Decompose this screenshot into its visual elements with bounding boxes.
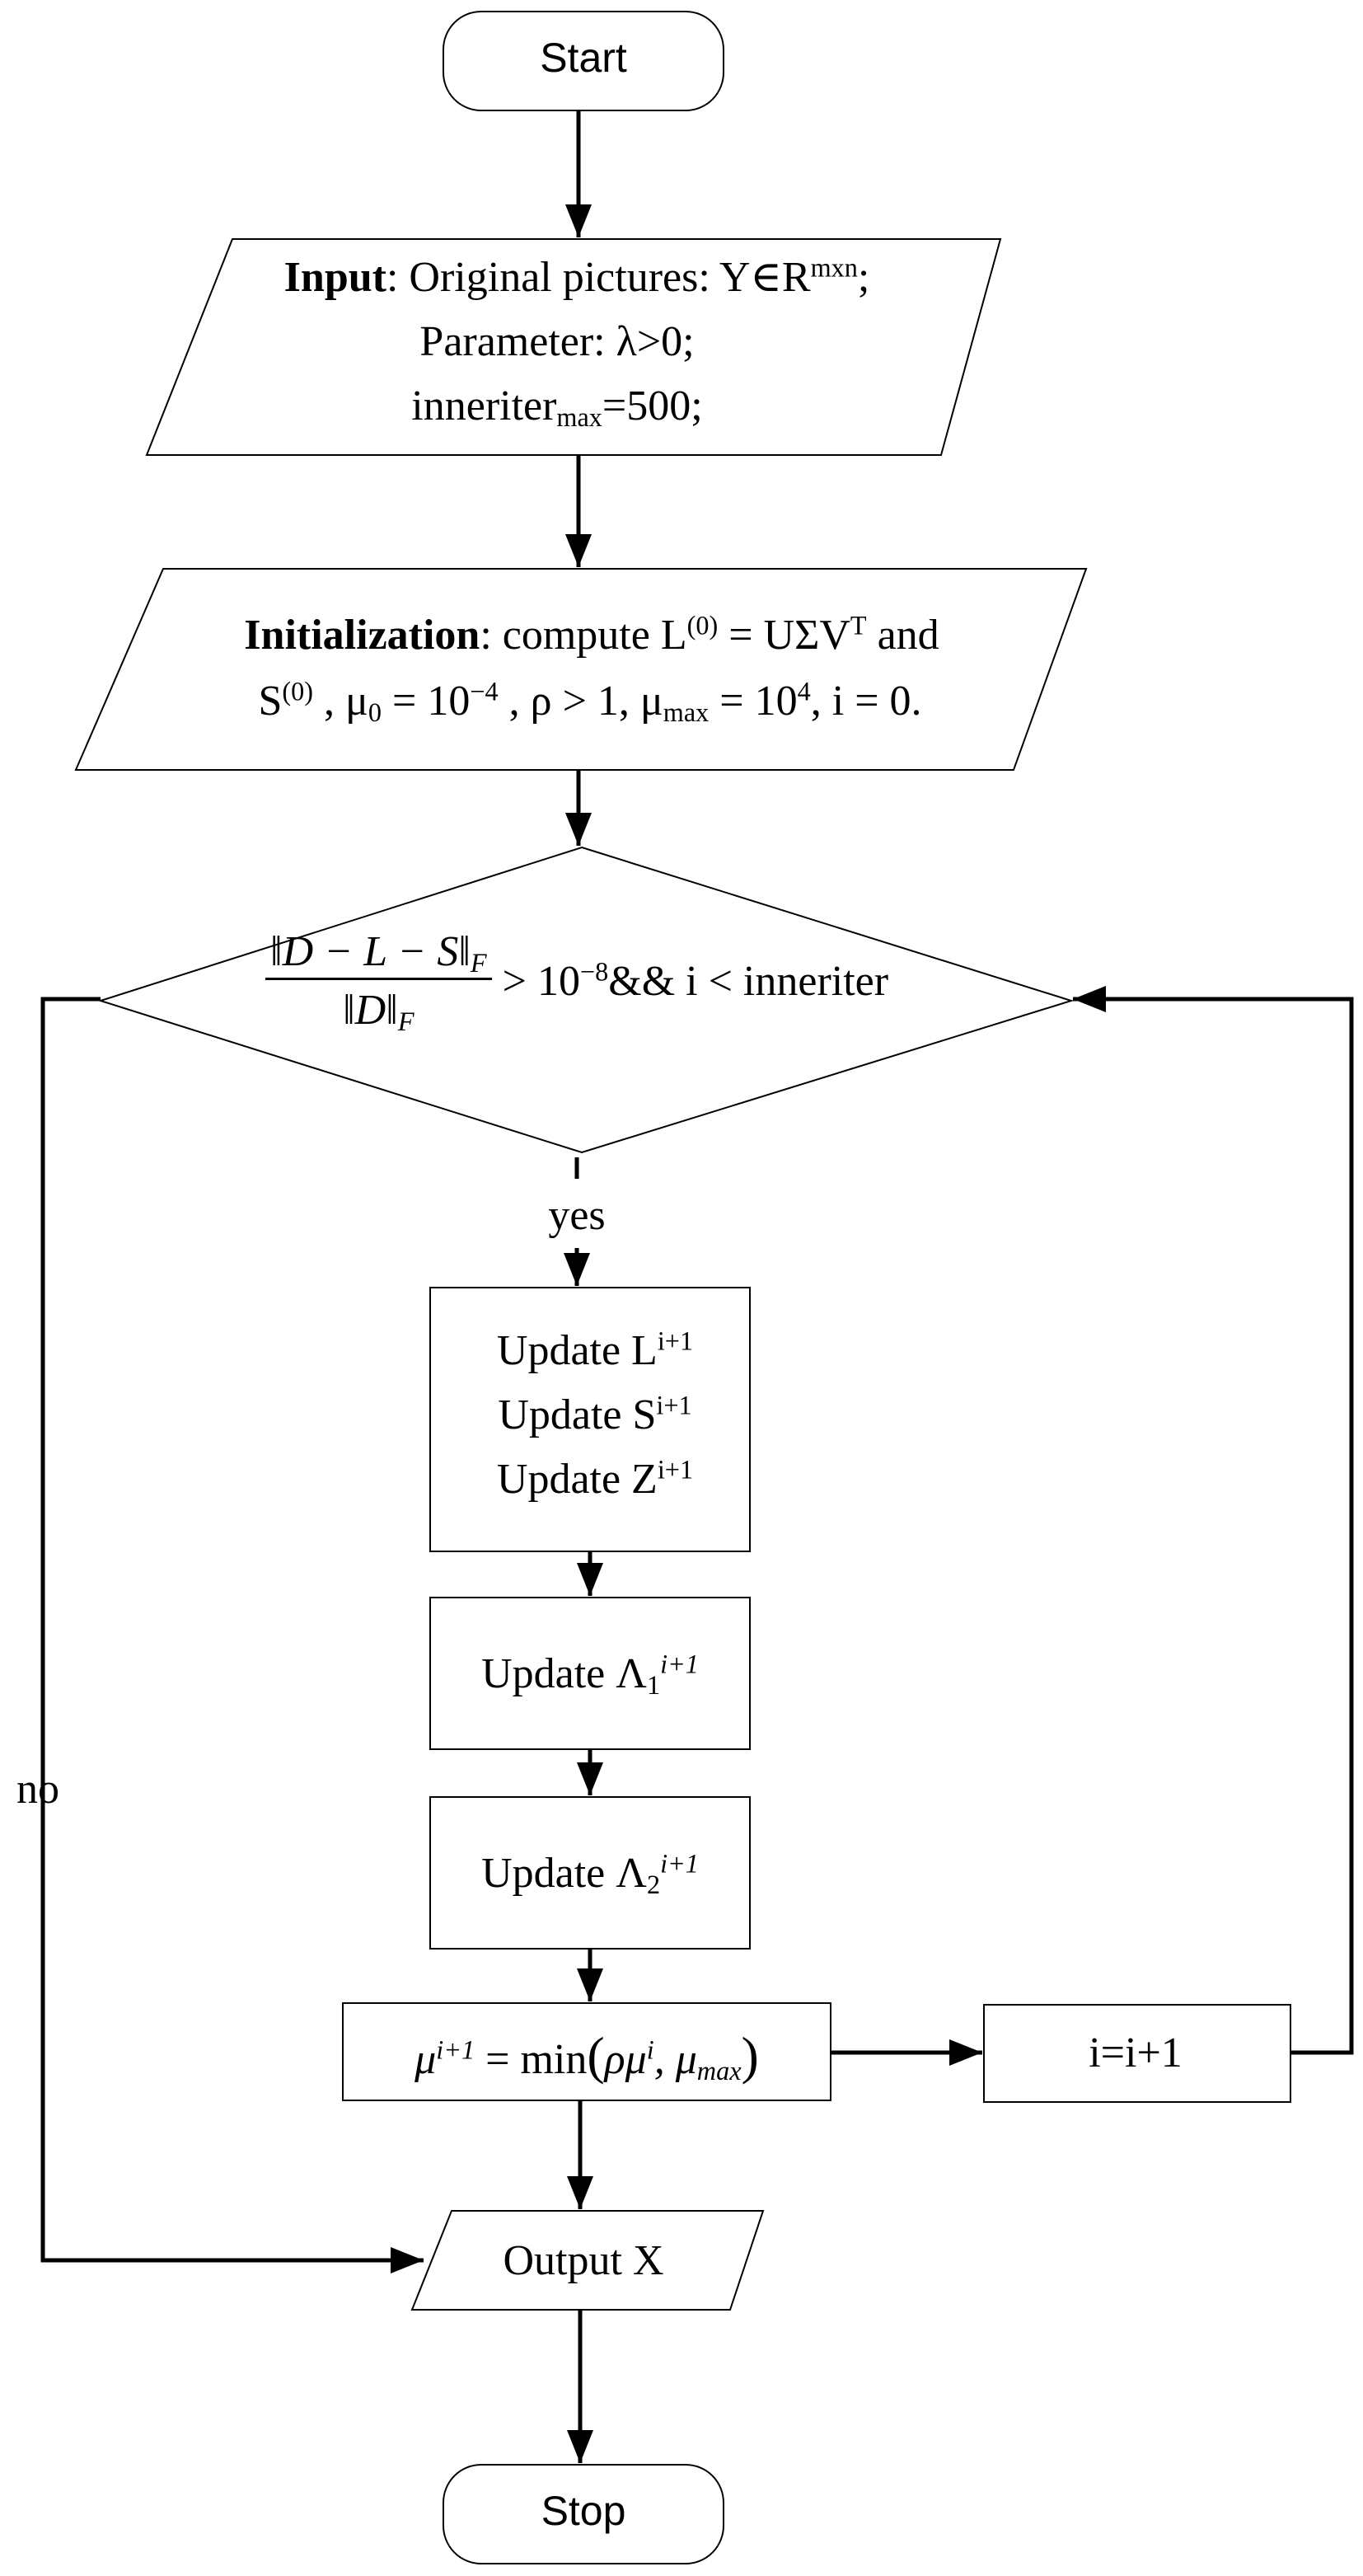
condition-numerator: ‖D − L − S‖F [265, 927, 492, 981]
update-lambda1-text: Update Λ [481, 1650, 647, 1697]
init-mu0-sub: 0 [368, 697, 382, 728]
condition-denominator-text: ‖D‖ [343, 987, 398, 1035]
condition-fraction: ‖D − L − S‖F ‖D‖F [265, 927, 492, 1037]
init-rho-text: , ρ > 1, μ [498, 678, 663, 725]
condition-numerator-text: ‖D − L − S‖ [270, 928, 471, 975]
update-lambda2-sup: i+1 [660, 1848, 699, 1879]
init-mumax-value: = 10 [709, 678, 798, 725]
no-label: no [16, 1766, 59, 1813]
input-line-1-end: ; [857, 254, 870, 301]
update-z-sup: i+1 [657, 1454, 694, 1485]
mu-arg-sup: i [646, 2034, 654, 2065]
yes-label: yes [548, 1192, 606, 1239]
init-mumax-sub: max [663, 697, 710, 728]
update-lambda2-text: Update Λ [481, 1850, 647, 1897]
update-s-line: Update Si+1 [498, 1390, 691, 1441]
mu-update-box [342, 2002, 831, 2101]
init-line-1-sup2: T [850, 610, 867, 640]
input-heading: Input [283, 254, 386, 301]
mu-sep-sub: max [696, 2056, 742, 2086]
condition-rel-text: > 10 [491, 957, 580, 1005]
condition-denominator: ‖D‖F [265, 980, 492, 1036]
mu-lhs: μ [415, 2036, 437, 2083]
init-heading: Initialization [244, 612, 480, 659]
update-lambda1-sup: i+1 [660, 1649, 699, 1679]
update-s-sup: i+1 [656, 1390, 692, 1420]
output-parallelogram [410, 2210, 765, 2311]
update-lambda1-line: Update Λ1i+1 [481, 1649, 699, 1700]
mu-arg: ρμ [604, 2036, 647, 2083]
input-line-1-sup: mxn [810, 252, 858, 283]
input-line-1-text: : Original pictures: Y∈R [386, 254, 811, 301]
start-terminator [443, 11, 724, 111]
init-line-2: S(0) , μ0 = 10−4 , ρ > 1, μmax = 104, i … [258, 676, 921, 727]
output-label: Output X [503, 2237, 664, 2284]
update-lambda2-sub: 2 [646, 1870, 661, 1900]
input-line-3-end: =500; [602, 382, 703, 429]
update-z-text: Update Z [496, 1456, 658, 1503]
input-line-2: Parameter: λ>0; [419, 318, 695, 365]
start-label: Start [540, 35, 627, 81]
condition-numerator-sub: F [470, 948, 487, 978]
init-parallelogram [74, 568, 1088, 771]
init-line-1-text: : compute L [480, 612, 687, 659]
update-l-line: Update Li+1 [497, 1326, 693, 1377]
init-line-1-sup: (0) [686, 610, 719, 640]
update-lsz-box [429, 1287, 751, 1552]
input-parallelogram [145, 238, 1002, 456]
update-z-line: Update Zi+1 [497, 1454, 693, 1505]
mu-lhs-sup: i+1 [436, 2034, 475, 2065]
condition-expression: ‖D − L − S‖F ‖D‖F > 10−8&& i < inneriter [265, 927, 888, 1037]
init-i-text: , i = 0. [810, 678, 922, 725]
init-mu0-value: = 10 [382, 678, 471, 725]
update-l-text: Update L [496, 1327, 658, 1374]
input-line-3-sub: max [556, 402, 602, 433]
mu-eq: = min [475, 2036, 588, 2083]
input-line-1: Input: Original pictures: Y∈Rmxn; [284, 252, 870, 303]
increment-box [983, 2004, 1291, 2103]
init-line-1: Initialization: compute L(0) = UΣVT and [244, 610, 939, 661]
mu-sep: , μ [653, 2036, 697, 2083]
update-lambda1-box [429, 1597, 751, 1750]
condition-rest: && i < inneriter [608, 957, 889, 1005]
init-mu0-text: , μ [312, 678, 368, 725]
increment-label: i=i+1 [1089, 2029, 1183, 2076]
edge-condition-no [40, 997, 424, 2273]
init-line-1-mid: = UΣV [718, 612, 850, 659]
update-lambda1-sub: 1 [646, 1670, 661, 1701]
init-line-1-end: and [866, 612, 939, 659]
init-s-sup: (0) [282, 676, 313, 706]
input-line-3-text: inneriter [411, 382, 557, 429]
stop-label: Stop [541, 2488, 626, 2534]
update-lambda2-line: Update Λ2i+1 [481, 1848, 699, 1899]
condition-denominator-sub: F [397, 1006, 415, 1037]
init-mu0-exp: −4 [470, 676, 499, 706]
init-s-text: S [258, 678, 283, 725]
mu-update-formula: μi+1 = min(ρμi, μmax) [415, 2026, 759, 2086]
init-mumax-exp: 4 [797, 676, 811, 706]
stop-terminator [443, 2464, 724, 2564]
condition-rel: > 10−8&& i < inneriter [492, 958, 888, 1005]
update-lambda2-box [429, 1796, 751, 1950]
update-l-sup: i+1 [657, 1326, 694, 1356]
condition-diamond [97, 846, 1075, 1154]
edge-increment-loop [1073, 986, 1354, 2055]
input-line-3: inneritermax=500; [411, 381, 702, 432]
condition-rel-sup: −8 [579, 955, 609, 986]
update-s-text: Update S [498, 1391, 657, 1438]
